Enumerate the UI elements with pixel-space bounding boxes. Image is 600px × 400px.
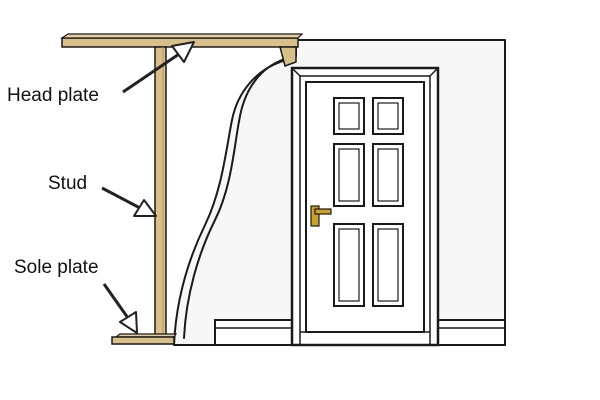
head-plate-label: Head plate (7, 85, 99, 106)
door-panel (372, 97, 404, 135)
sole-plate (111, 333, 178, 345)
door-panel (372, 223, 404, 307)
door-panel (333, 143, 365, 207)
stud-label: Stud (48, 173, 88, 194)
torn-plaster-edge (183, 59, 283, 339)
door-panel (333, 97, 365, 135)
head-plate-arrow (122, 41, 195, 94)
door-handle (310, 205, 332, 227)
sole-plate-label: Sole plate (14, 257, 99, 278)
door-panel (372, 143, 404, 207)
stud (154, 46, 167, 339)
skirting-board-right (436, 319, 506, 346)
door-panel (333, 223, 365, 307)
corner-post (279, 46, 297, 67)
skirting-board-left (214, 319, 296, 346)
stud-arrow (101, 186, 157, 217)
sole-plate-arrow (102, 283, 138, 334)
six-panel-door (300, 81, 430, 333)
